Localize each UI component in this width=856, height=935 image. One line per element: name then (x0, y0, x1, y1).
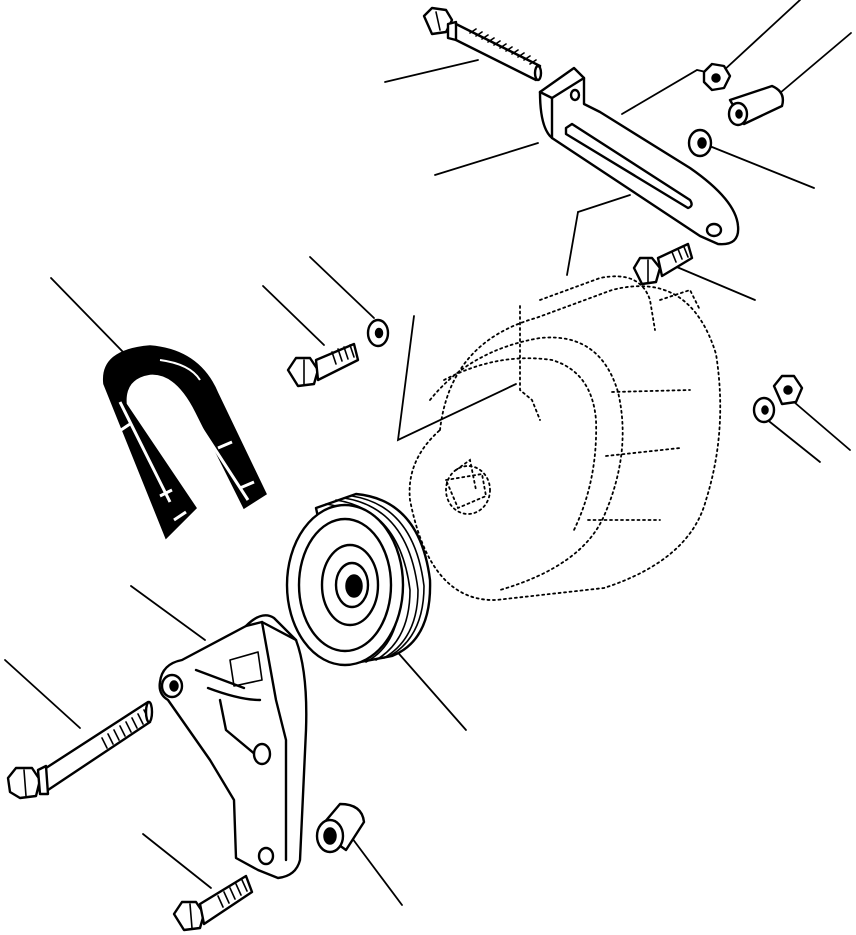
top-spacer (727, 84, 785, 127)
leader-lines (4, 0, 852, 906)
hex-bolt-icon (632, 256, 662, 286)
leader-line (351, 837, 403, 906)
leader-line (621, 69, 707, 115)
right-nut (772, 374, 804, 406)
leader-line (392, 646, 467, 731)
hex-bolt-icon (6, 766, 42, 800)
leader-line (711, 146, 815, 189)
leader-line (577, 194, 631, 213)
drive-belt (103, 345, 267, 540)
right-washer (752, 396, 776, 424)
top-nut (702, 62, 732, 92)
hex-bolt-icon (286, 356, 320, 388)
leader-line (384, 59, 479, 83)
leader-line (262, 285, 325, 346)
leader-line (764, 417, 821, 463)
top-washer (687, 128, 713, 158)
leader-line (309, 256, 375, 319)
leader-line (566, 211, 579, 276)
leader-line (434, 142, 539, 176)
pulley-bolt (286, 342, 360, 388)
alternator (408, 275, 722, 601)
leader-line (4, 659, 81, 729)
alternator-icon (408, 285, 722, 601)
leader-line (142, 833, 212, 889)
leader-line (50, 277, 125, 354)
mounting-bracket-icon (158, 614, 308, 880)
slotted-bracket-icon (538, 66, 740, 246)
leader-line (721, 0, 801, 73)
leader-line (664, 261, 756, 301)
bracket-bolt (632, 242, 694, 286)
adjusting-bracket (538, 66, 740, 246)
top-bolt (422, 6, 543, 82)
short-bolt (172, 874, 254, 932)
pulley-washer (366, 318, 390, 348)
mounting-bracket (158, 614, 308, 880)
leader-line (396, 315, 517, 442)
v-belt-icon (103, 345, 267, 540)
pulley (285, 492, 432, 667)
long-bolt (6, 700, 154, 800)
leader-line (779, 32, 852, 94)
leader-line (130, 585, 206, 641)
bushing (315, 802, 366, 854)
